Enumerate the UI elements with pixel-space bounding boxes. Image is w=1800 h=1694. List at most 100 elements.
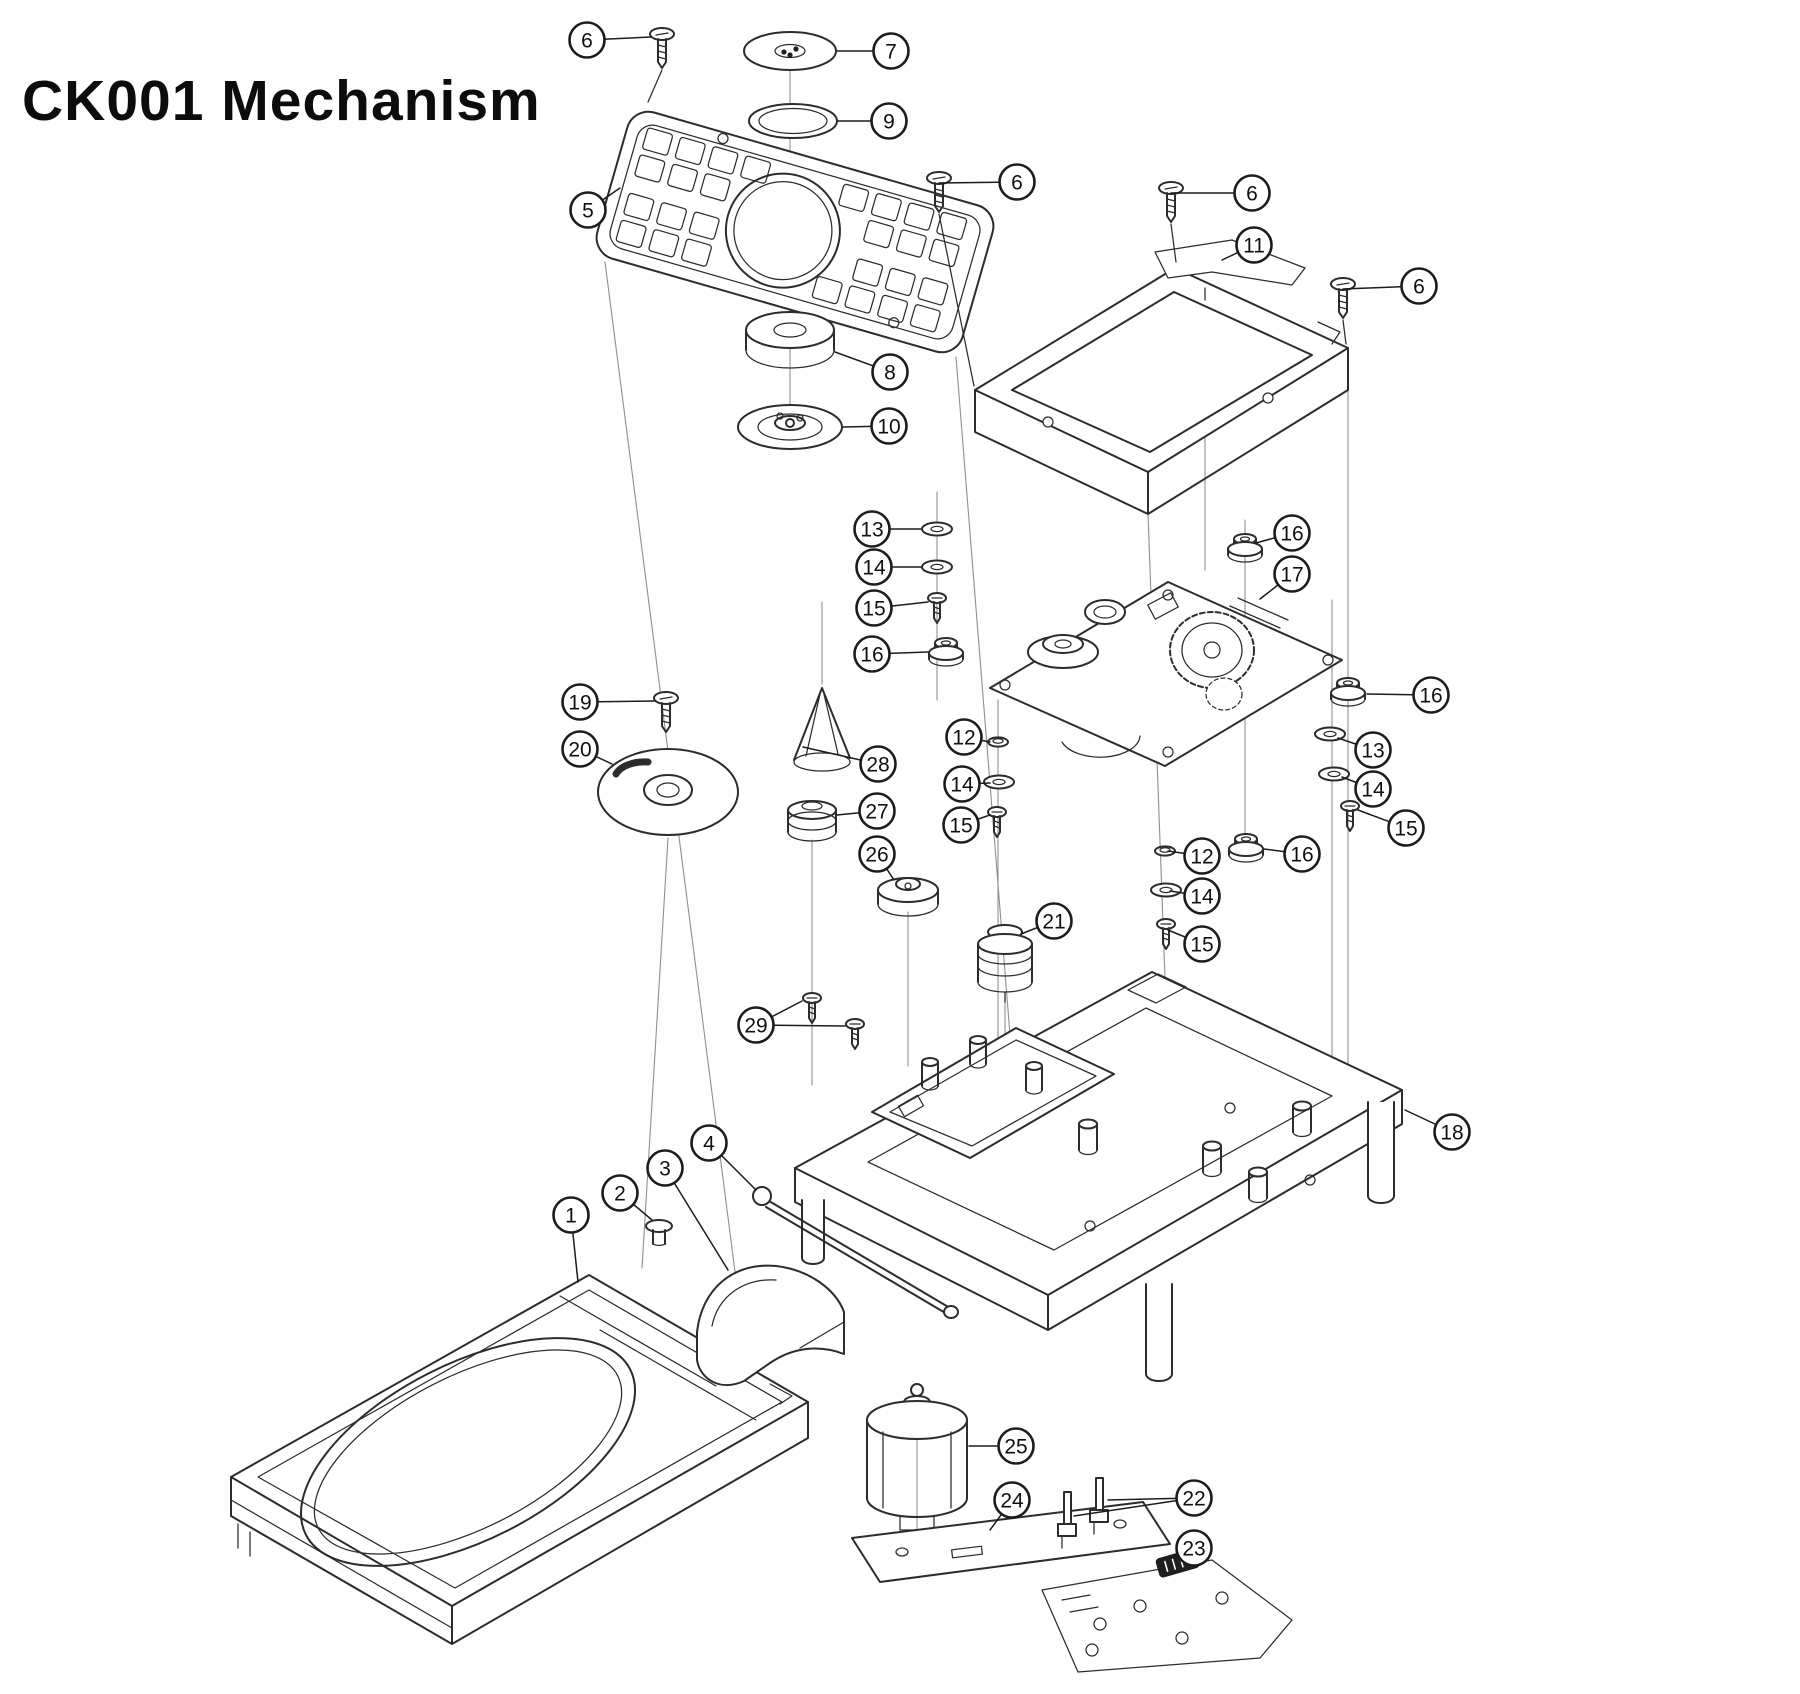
svg-text:20: 20 [568,739,591,762]
part-screw-29b [845,1018,865,1050]
svg-text:2: 2 [614,1183,626,1206]
callout-22: 22 [1175,1479,1213,1517]
page-title: CK001 Mechanism [22,69,541,133]
callout-10: 10 [870,407,908,445]
callout-14: 14 [1354,770,1392,808]
callout-15: 15 [855,589,893,627]
callout-19: 19 [561,683,599,721]
part-washer-14d [1150,882,1182,898]
part-grommet-16d [1228,833,1264,863]
part-clamp-8 [745,311,835,369]
part-turntable-10 [737,404,843,450]
part-tray-cover [696,1264,845,1386]
part-screw-15d [1156,918,1176,950]
part-screw-pin-2 [645,1219,673,1246]
callout-25: 25 [997,1427,1035,1465]
part-ring-9 [748,103,838,139]
part-pulley [877,877,939,917]
svg-text:12: 12 [1190,846,1213,869]
svg-text:13: 13 [1361,740,1384,763]
callout-6: 6 [1233,174,1271,212]
svg-text:10: 10 [877,416,900,439]
svg-text:6: 6 [1011,172,1023,195]
part-screw-6d [1330,277,1356,319]
callout-24: 24 [993,1481,1031,1519]
callout-13: 13 [1354,731,1392,769]
part-guide-rod [752,1186,959,1319]
svg-text:28: 28 [866,754,889,777]
svg-text:24: 24 [1000,1490,1024,1513]
callout-9: 9 [870,102,908,140]
svg-text:7: 7 [885,41,897,64]
callout-17: 17 [1273,555,1311,593]
callout-12: 12 [1183,837,1221,875]
callout-27: 27 [858,792,896,830]
svg-text:8: 8 [884,362,896,385]
callout-16: 16 [1273,514,1311,552]
callout-28: 28 [859,745,897,783]
part-damper [787,800,837,842]
svg-text:21: 21 [1042,911,1065,934]
part-sled-chassis [871,1027,1115,1159]
svg-text:1: 1 [565,1205,577,1228]
svg-text:3: 3 [659,1158,671,1181]
part-traverse-mechanism [989,581,1343,767]
svg-text:22: 22 [1182,1488,1205,1511]
svg-text:14: 14 [862,557,886,580]
svg-text:14: 14 [1190,886,1214,909]
svg-text:27: 27 [865,801,888,824]
svg-text:29: 29 [744,1015,767,1038]
callout-13: 13 [853,510,891,548]
callout-20: 20 [561,730,599,768]
svg-text:14: 14 [1361,779,1385,802]
part-screw-15c [987,806,1007,838]
callout-29: 29 [737,1006,775,1044]
callout-1: 1 [552,1196,590,1234]
svg-text:6: 6 [1246,183,1258,206]
callout-16: 16 [1283,835,1321,873]
part-leaf-switch-b [1057,1491,1077,1549]
callout-6: 6 [998,163,1036,201]
part-motor-pulley [977,924,1033,1003]
callout-18: 18 [1433,1113,1471,1151]
svg-text:5: 5 [582,200,594,223]
svg-text:15: 15 [949,815,972,838]
svg-text:14: 14 [950,774,974,797]
svg-text:17: 17 [1280,564,1303,587]
part-screw-19 [653,691,679,733]
screw-leader-lines [647,69,1347,387]
callout-15: 15 [1387,809,1425,847]
svg-text:15: 15 [1394,818,1417,841]
part-clamp-frame [974,239,1349,515]
callout-16: 16 [853,635,891,673]
svg-text:16: 16 [1290,844,1313,867]
callout-6: 6 [568,21,606,59]
callout-5: 5 [569,191,607,229]
part-washer-12a [987,736,1009,748]
svg-text:6: 6 [581,30,593,53]
part-washer-14c [983,774,1015,790]
callout-23: 23 [1175,1529,1213,1567]
callout-16: 16 [1412,676,1450,714]
callout-11: 11 [1235,226,1273,264]
part-screw-6c [1158,181,1184,223]
svg-text:4: 4 [703,1133,715,1156]
svg-text:16: 16 [1419,685,1442,708]
part-grommet-16a [928,637,964,667]
part-loading-motor [866,1383,968,1531]
callout-14: 14 [1183,877,1221,915]
svg-text:18: 18 [1440,1122,1463,1145]
svg-text:9: 9 [883,111,895,134]
part-disc-tray [230,1274,809,1645]
svg-text:16: 16 [1280,523,1303,546]
svg-text:23: 23 [1182,1538,1205,1561]
callout-15: 15 [1183,925,1221,963]
callout-8: 8 [871,353,909,391]
svg-text:25: 25 [1004,1436,1027,1459]
part-screw-15b [1340,800,1360,832]
callout-6: 6 [1400,267,1438,305]
callout-14: 14 [855,548,893,586]
callout-7: 7 [872,32,910,70]
